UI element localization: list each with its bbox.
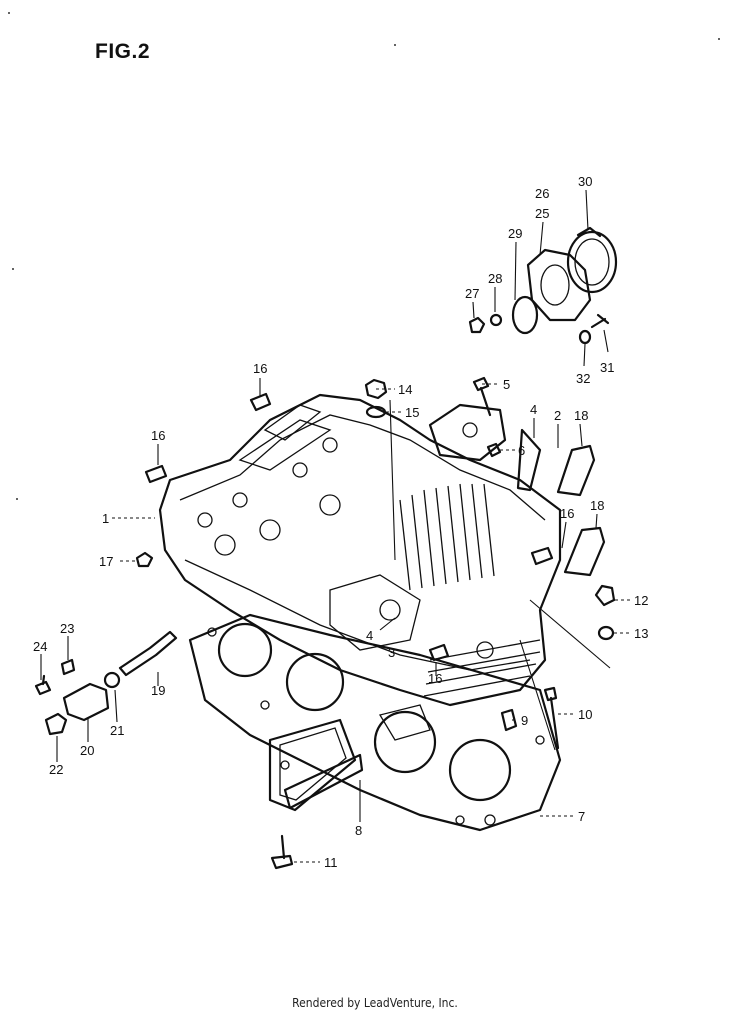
callout-1: 1 [102, 511, 109, 526]
scan-speck [718, 38, 720, 40]
scan-speck [8, 12, 10, 14]
callout-4-low: 4 [366, 628, 373, 643]
washer-23 [60, 658, 76, 676]
plug-17 [135, 551, 154, 568]
key-16a [249, 392, 272, 412]
callout-21: 21 [110, 723, 124, 738]
dowel-9 [500, 708, 518, 732]
callout-2: 2 [554, 408, 561, 423]
callout-25: 25 [535, 206, 549, 221]
callout-7: 7 [578, 809, 585, 824]
bolt-24 [34, 674, 52, 696]
plug-22 [44, 712, 68, 736]
nut-14 [364, 378, 388, 400]
callout-16-right: 16 [560, 506, 574, 521]
callout-22: 22 [49, 762, 63, 777]
callout-13: 13 [634, 626, 648, 641]
callout-20: 20 [80, 743, 94, 758]
callout-4-top: 4 [530, 402, 537, 417]
washer-28 [489, 313, 503, 327]
washer-15 [365, 405, 387, 419]
callout-18-top: 18 [574, 408, 588, 423]
callout-27: 27 [465, 286, 479, 301]
callout-9: 9 [521, 713, 528, 728]
nut-27 [468, 316, 486, 334]
callout-29: 29 [508, 226, 522, 241]
callout-6: 6 [518, 443, 525, 458]
callout-14: 14 [398, 382, 412, 397]
callout-labels: 30 26 25 29 28 27 31 32 16 14 5 15 4 2 1… [33, 174, 648, 870]
callout-30: 30 [578, 174, 592, 189]
footer-credit: Rendered by LeadVenture, Inc. [292, 996, 458, 1010]
oil-seal-21 [103, 671, 121, 689]
callout-26: 26 [535, 186, 549, 201]
washer-13 [597, 625, 615, 641]
callout-16-top: 16 [253, 361, 267, 376]
bolt-5 [472, 376, 492, 417]
intake-pipe [511, 226, 618, 335]
callout-31: 31 [600, 360, 614, 375]
scan-speck [16, 498, 18, 500]
key-16d [428, 643, 450, 662]
cylinder-head [158, 393, 562, 707]
spark-plug-18a [556, 444, 596, 497]
stud-4 [516, 428, 542, 492]
callout-3: 3 [388, 645, 395, 660]
callout-28: 28 [488, 271, 502, 286]
callout-23: 23 [60, 621, 74, 636]
callout-18-mid: 18 [590, 498, 604, 513]
bolt-10 [543, 686, 560, 750]
callout-32: 32 [576, 371, 590, 386]
callout-16-left: 16 [151, 428, 165, 443]
key-16c [530, 546, 554, 566]
callout-12: 12 [634, 593, 648, 608]
callout-19: 19 [151, 683, 165, 698]
callout-8: 8 [355, 823, 362, 838]
washer-32 [578, 329, 592, 345]
key-16b [144, 464, 168, 484]
leader-lines [40, 189, 630, 863]
callout-5: 5 [503, 377, 510, 392]
bolt-11 [270, 834, 294, 870]
tacho-gear-19 [118, 630, 178, 677]
callout-17: 17 [99, 554, 113, 569]
callout-11: 11 [324, 855, 338, 870]
tacho-housing-20 [62, 682, 110, 722]
cap-nut-12 [594, 584, 616, 607]
callout-24: 24 [33, 639, 47, 654]
scan-speck [394, 44, 396, 46]
plug-6 [486, 442, 502, 458]
callout-15: 15 [405, 405, 419, 420]
bolt-31 [590, 313, 610, 329]
figure-title: FIG.2 [95, 40, 151, 63]
spark-plug-18b [563, 526, 606, 577]
scan-speck [12, 268, 14, 270]
callout-10: 10 [578, 707, 592, 722]
cover-gasket [268, 718, 364, 812]
callout-16-low: 16 [428, 671, 442, 686]
